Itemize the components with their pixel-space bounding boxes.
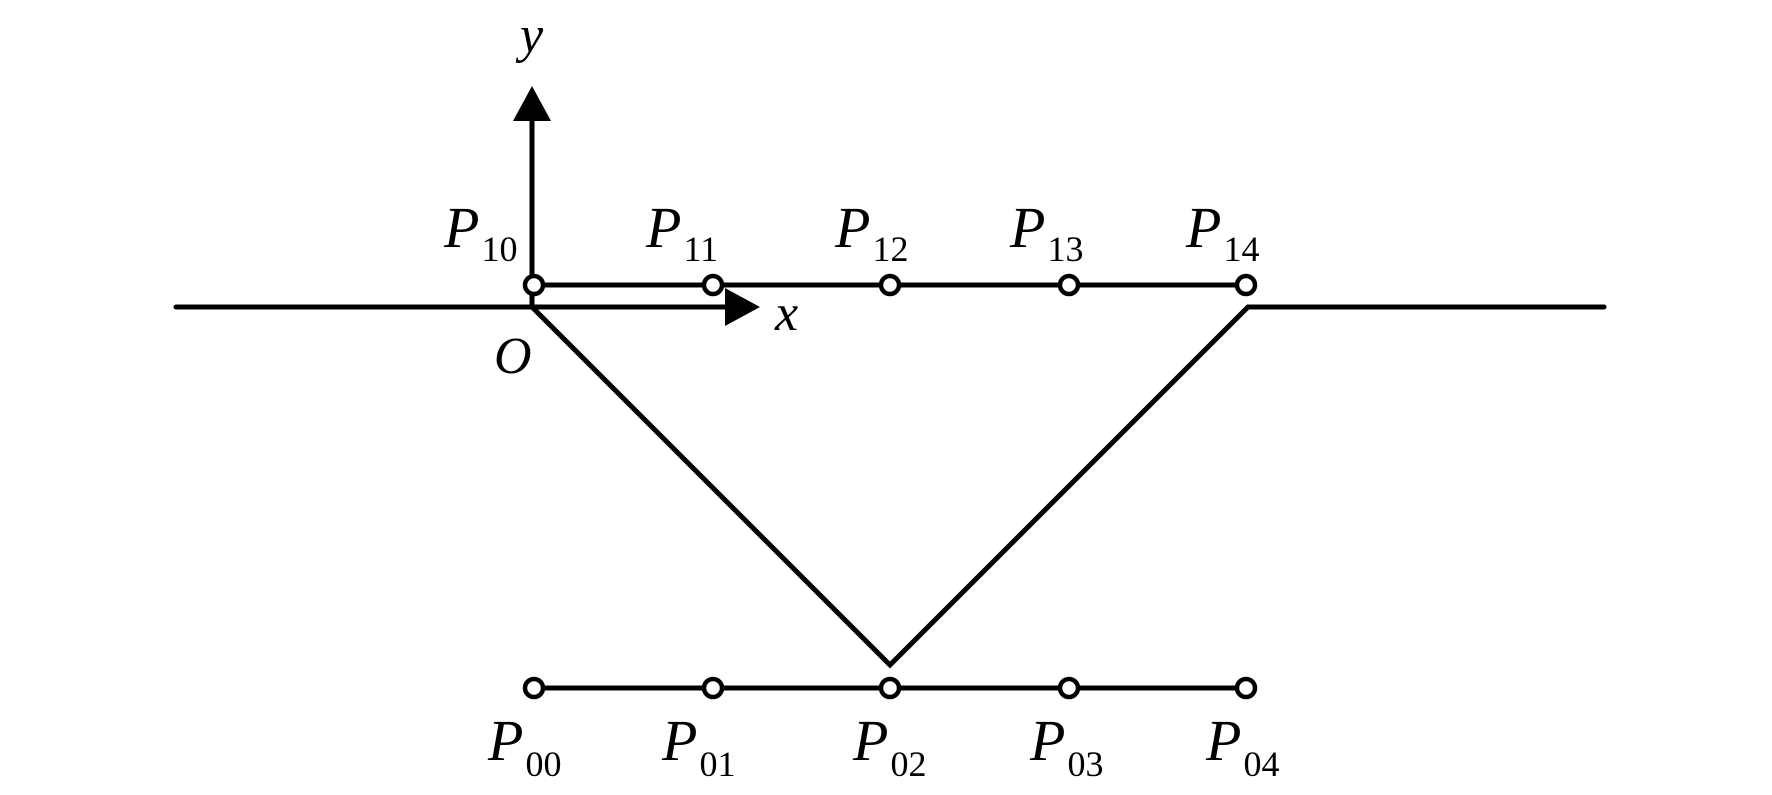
label-p00: P00 — [487, 708, 561, 784]
point-p13 — [1057, 273, 1081, 297]
y-axis-label: y — [515, 7, 544, 64]
label-p10: P10 — [443, 195, 517, 269]
label-p11: P11 — [645, 195, 718, 269]
x-axis-arrowhead — [725, 288, 760, 326]
point-p11 — [701, 273, 725, 297]
label-p13: P13 — [1009, 195, 1083, 269]
point-p02 — [878, 676, 902, 700]
point-p14 — [1234, 273, 1258, 297]
point-p03 — [1057, 676, 1081, 700]
label-p14: P14 — [1185, 195, 1259, 269]
label-p01: P01 — [661, 708, 735, 784]
point-p10 — [522, 273, 546, 297]
label-p12: P12 — [834, 195, 908, 269]
point-p04 — [1234, 676, 1258, 700]
point-p12 — [878, 273, 902, 297]
x-axis-label: x — [774, 285, 798, 342]
bottom-points — [522, 676, 1258, 700]
label-p04: P04 — [1205, 708, 1279, 784]
y-axis-arrowhead — [513, 86, 551, 121]
point-p01 — [701, 676, 725, 700]
point-p00 — [522, 676, 546, 700]
top-points — [522, 273, 1258, 297]
origin-label: O — [494, 328, 532, 385]
v-groove-profile — [529, 304, 1251, 669]
label-p02: P02 — [852, 708, 926, 784]
label-p03: P03 — [1029, 708, 1103, 784]
